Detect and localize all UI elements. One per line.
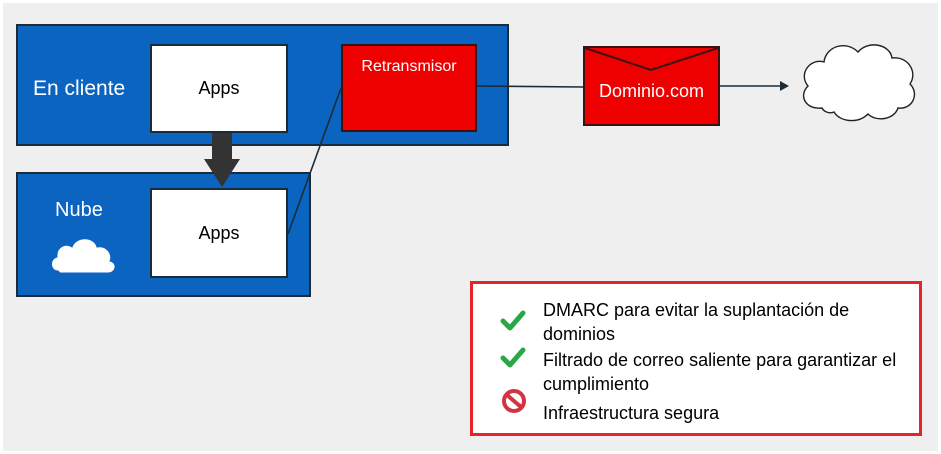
migration-arrow-head — [204, 159, 240, 187]
envelope-flap — [584, 47, 719, 72]
domain-label: Dominio.com — [598, 80, 705, 101]
check-icon — [500, 310, 526, 331]
relay-box: Retransmisor — [341, 44, 477, 132]
on-prem-label: En cliente — [33, 77, 126, 100]
internet-cloud-icon — [803, 44, 916, 122]
relay-label: Retransmisor — [361, 58, 457, 75]
apps-box-cloud: Apps — [150, 188, 288, 278]
cloud-label: Nube — [55, 199, 103, 221]
no-entry-icon — [502, 389, 526, 413]
apps-box-on-prem: Apps — [150, 44, 288, 133]
cloud-icon — [51, 238, 116, 274]
apps-label: Apps — [198, 222, 240, 243]
apps-label: Apps — [198, 78, 240, 98]
migration-arrow-shaft — [212, 133, 232, 161]
arrow-head-icon — [780, 81, 789, 91]
legend-item-dmarc: DMARC para evitar la suplantación de dom… — [543, 300, 850, 344]
legend-box: DMARC para evitar la suplantación de dom… — [470, 281, 922, 436]
relay-to-domain-line — [476, 85, 584, 88]
legend-item-infrastructure: Infraestructura segura — [543, 403, 720, 423]
check-icon — [500, 347, 526, 368]
cloud-to-relay-line — [287, 87, 342, 235]
domain-envelope: Dominio.com — [583, 46, 720, 126]
legend-item-filtering: Filtrado de correo saliente para garanti… — [543, 350, 897, 394]
